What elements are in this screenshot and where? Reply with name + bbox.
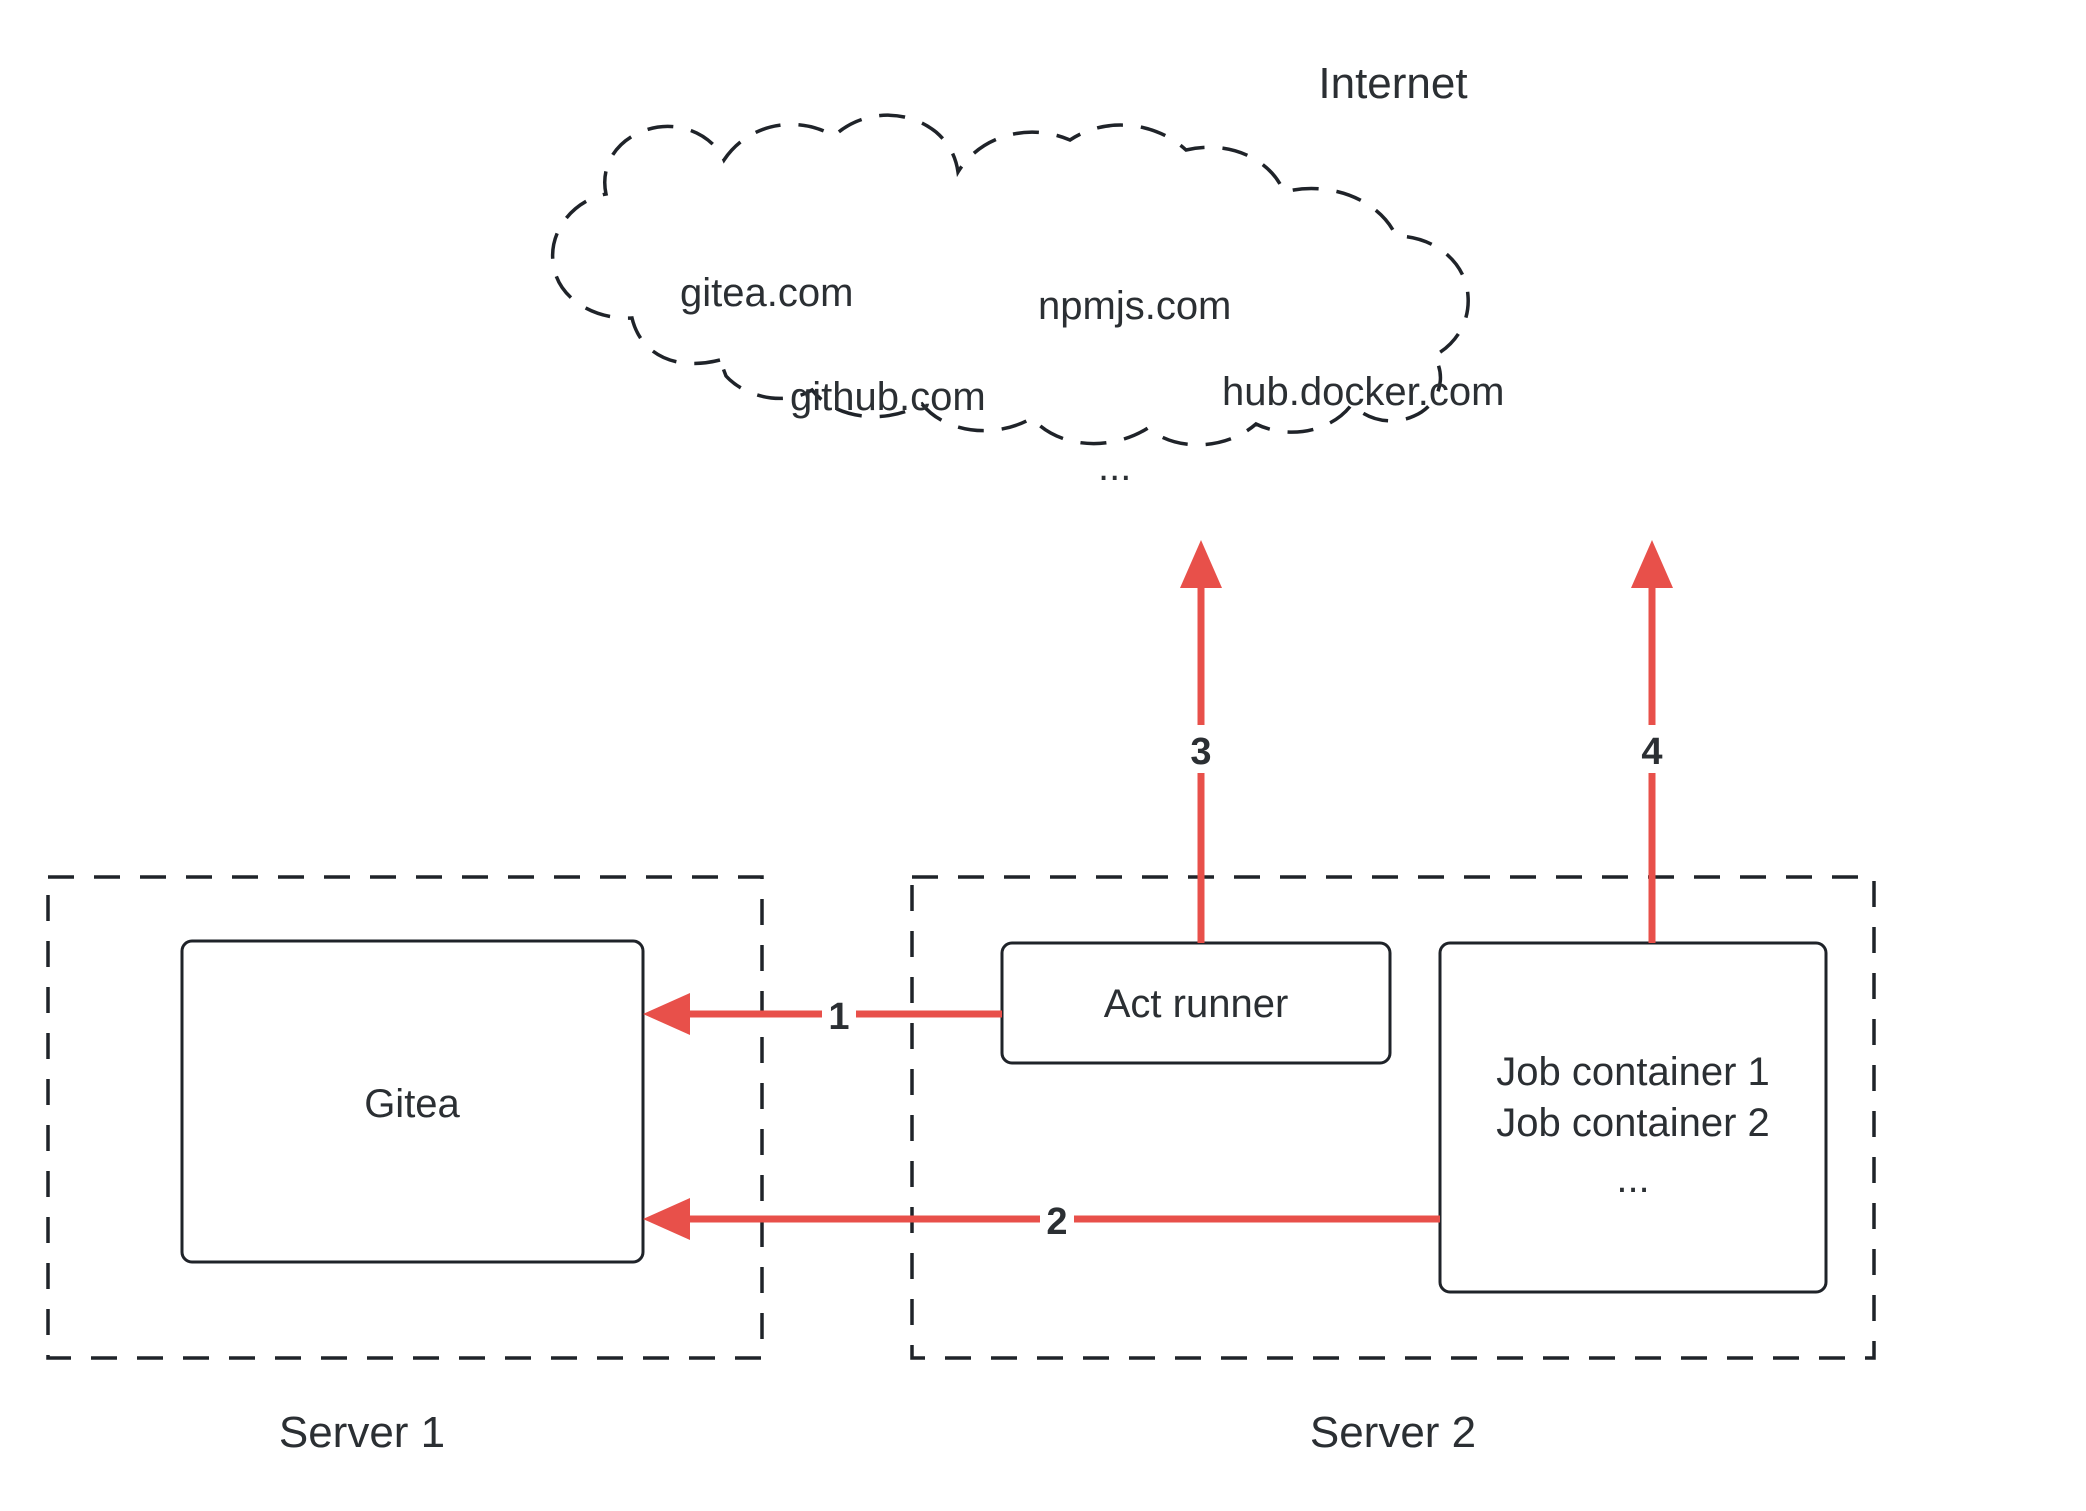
job-container-2-label: Job container 2 <box>1496 1101 1770 1145</box>
flow-1-group: 1 <box>643 990 1002 1038</box>
server-2-boundary <box>910 875 1876 1360</box>
act-runner-node-label: Act runner <box>1104 982 1289 1026</box>
job-container-1-label: Job container 1 <box>1496 1050 1770 1094</box>
flow-4-label-bg <box>1635 725 1669 773</box>
internet-cloud-group: Internet gitea.com npmjs.com github.com … <box>550 59 1504 489</box>
internet-title: Internet <box>1318 59 1467 108</box>
act-runner-node-box[interactable] <box>1000 941 1392 1065</box>
gitea-node-label: Gitea <box>364 1082 460 1126</box>
job-containers-node-box[interactable] <box>1438 941 1828 1294</box>
flow-3-arrowhead <box>1180 540 1222 588</box>
flow-4-group: 4 <box>1631 540 1673 943</box>
server-1-region: Gitea Server 1 <box>46 875 764 1457</box>
flow-2-arrowhead <box>643 1198 690 1240</box>
flow-3-label: 3 <box>1190 731 1211 773</box>
job-containers-more-label: ... <box>1616 1157 1649 1201</box>
server-2-region: Act runner Job container 1 Job container… <box>910 875 1876 1457</box>
flow-4-arrowhead <box>1631 540 1673 588</box>
flow-1-arrowhead <box>643 993 690 1035</box>
internet-service-npmjs: npmjs.com <box>1038 284 1231 328</box>
flow-1-label-bg <box>822 990 856 1038</box>
internet-service-github: github.com <box>790 375 986 419</box>
flow-4-label: 4 <box>1641 731 1662 773</box>
flow-2-label-bg <box>1040 1195 1074 1243</box>
flow-3-label-bg <box>1184 725 1218 773</box>
flow-2-label: 2 <box>1046 1201 1067 1243</box>
server-1-label: Server 1 <box>279 1408 445 1457</box>
flow-3-group: 3 <box>1180 540 1222 943</box>
internet-service-hubdocker: hub.docker.com <box>1222 370 1504 414</box>
internet-service-more: ... <box>1098 445 1131 489</box>
internet-service-gitea: gitea.com <box>680 271 853 315</box>
internet-cloud-shape <box>550 113 1470 447</box>
server-2-label: Server 2 <box>1310 1408 1476 1457</box>
flow-1-label: 1 <box>828 996 849 1038</box>
flow-2-group: 2 <box>643 1195 1440 1243</box>
gitea-node-box[interactable] <box>180 939 645 1264</box>
